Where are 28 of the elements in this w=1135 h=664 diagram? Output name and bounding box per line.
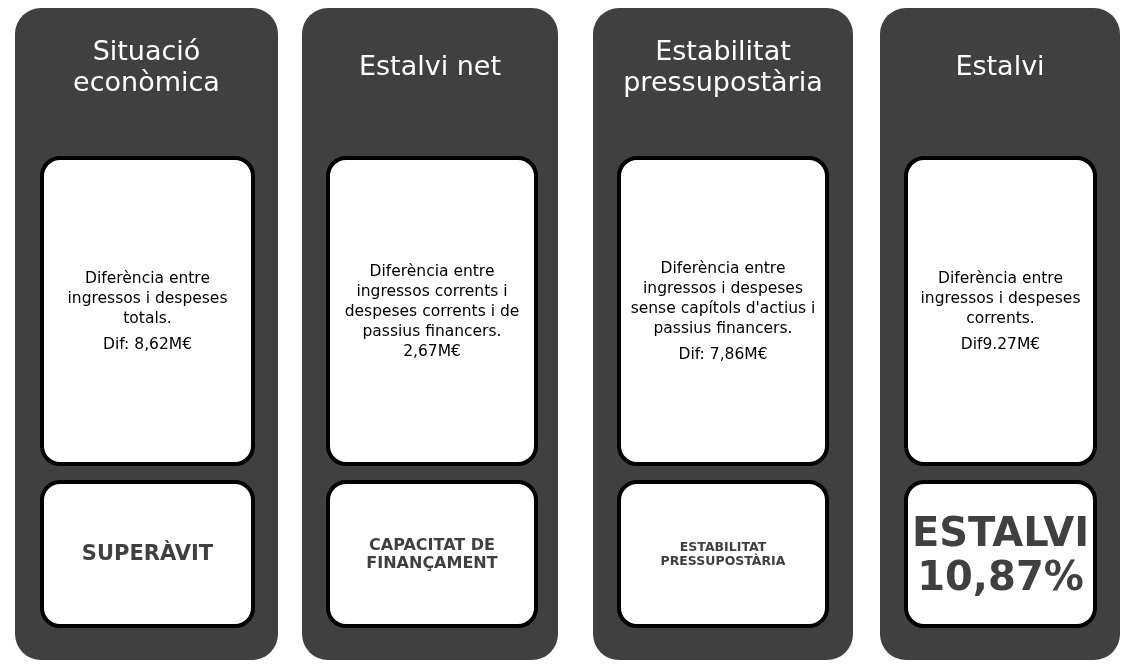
difference-value: Dif9.27M€ [960,334,1041,355]
result-box [617,480,829,628]
category-column [302,8,558,660]
result-box [40,480,255,628]
result-label: ESTABILITAT PRESSUPOSTÀRIA [659,540,787,568]
category-column [593,8,853,660]
result-box [326,480,538,628]
definition-text: Diferència entre ingressos i despeses corrents. [919,267,1082,329]
definition-box [617,156,829,466]
result-box [904,480,1097,628]
column-heading: Estalvi [954,49,1046,84]
definition-text: Diferència entre ingressos i despeses sense capítols d'actius i passius financers. [629,257,817,339]
definition-box [326,156,538,466]
column-heading: Situació econòmica [72,33,221,99]
definition-text: Diferència entre ingressos i despeses totals. [66,267,229,329]
definition-box [904,156,1097,466]
column-heading: Estalvi net [357,49,503,84]
definition-text: Diferència entre ingressos corrents i despeses corrents i de passius financers. [343,260,521,342]
difference-value: Dif: 7,86M€ [678,344,768,365]
result-label: CAPACITAT DE FINANÇAMENT [365,536,499,572]
category-column [880,8,1120,660]
category-column [15,8,278,660]
difference-value: Dif: 8,62M€ [102,334,192,355]
definition-box [40,156,255,466]
column-heading: Estabilitat pressupostària [622,33,824,99]
difference-value: 2,67M€ [403,341,461,362]
result-label: SUPERÀVIT [81,542,214,566]
result-label: ESTALVI 10,87% [911,510,1090,598]
